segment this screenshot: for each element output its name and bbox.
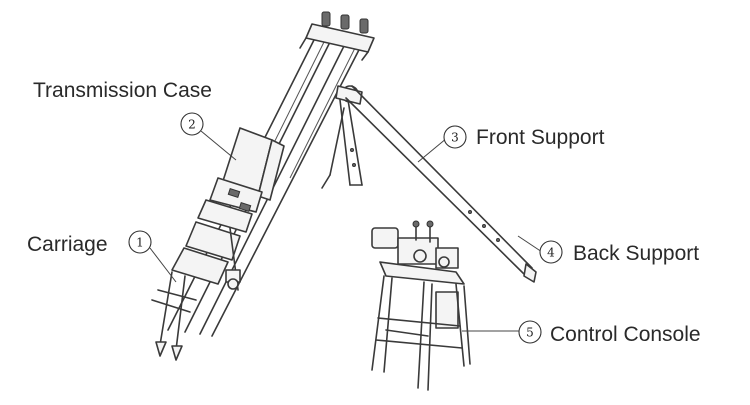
callout-number-circle [180,112,204,136]
back-support [345,85,537,283]
callout-number: 5 [526,326,534,340]
callout-5: 5 Control Console [518,320,701,346]
callout-number-circle [518,320,542,344]
transmission-case [197,127,285,233]
leader-2 [200,130,237,161]
callout-label-back-support: Back Support [573,242,699,265]
leader-3 [417,137,448,163]
callout-label-transmission-case: Transmission Case [33,79,212,102]
carriage [151,221,241,361]
callout-number: 2 [188,118,196,132]
callout-label-carriage: Carriage [27,233,108,256]
leader-4 [517,235,543,253]
leader-lines [149,130,543,332]
head-bolt [359,18,369,34]
head-bolt [321,11,331,27]
callout-number-circle [128,230,152,254]
callout-1: 1 Carriage [27,230,152,256]
callout-label-front-support: Front Support [476,126,605,149]
callout-number-circle [443,125,467,149]
callout-label-control-console: Control Console [550,323,701,346]
callout-number: 4 [547,246,555,260]
leader-1 [149,247,177,283]
callout-4: 4 Back Support [539,240,699,265]
control-console [371,220,471,391]
callout-number: 1 [136,236,144,250]
callout-3: 3 Front Support [443,125,605,149]
callout-number-circle [539,240,563,264]
head-bolt [340,14,350,30]
callout-2: 2 Transmission Case [33,79,212,136]
callout-number: 3 [451,131,459,145]
